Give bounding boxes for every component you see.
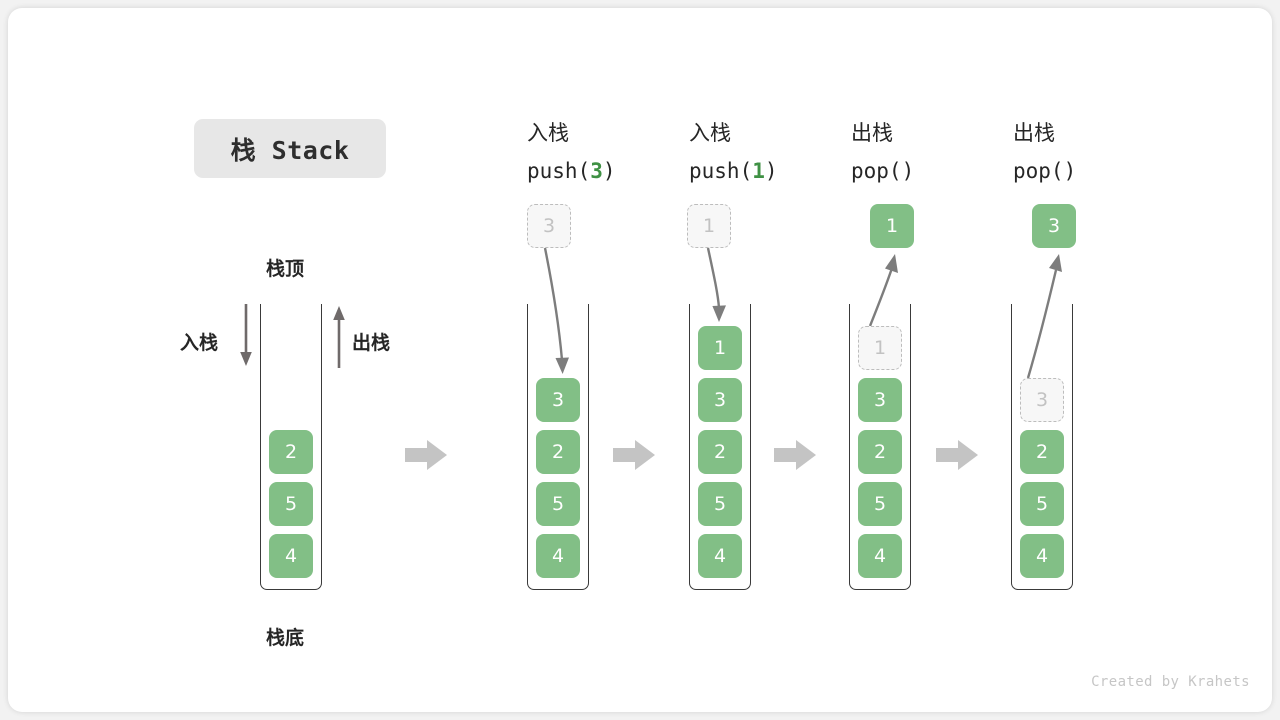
chevron-right-icon <box>936 440 978 470</box>
step-push-3-header: 入栈 push(3) <box>527 114 616 190</box>
chevron-right-icon <box>613 440 655 470</box>
stack-top-label: 栈顶 <box>266 258 305 280</box>
stack-node: 2 <box>858 430 902 474</box>
step-op-label: 入栈 <box>689 121 731 145</box>
push-arrow-icon <box>543 247 569 374</box>
stack-node: 5 <box>536 482 580 526</box>
diagram-title-chip: 栈 Stack <box>194 119 386 178</box>
floating-node-pop-1: 1 <box>870 204 914 248</box>
floating-node-push-3: 3 <box>527 204 571 248</box>
step-push-1-header: 入栈 push(1) <box>689 114 778 190</box>
push-direction-arrow-icon <box>240 304 252 366</box>
chevron-right-icon <box>774 440 816 470</box>
stack-node: 2 <box>1020 430 1064 474</box>
page-title: 栈 Stack <box>230 135 350 165</box>
step-separator-2 <box>774 438 816 472</box>
stack-node: 4 <box>536 534 580 578</box>
stack-frame-initial: 2 5 4 <box>260 304 322 590</box>
credit-text: Created by Krahets <box>1091 674 1250 690</box>
stack-node: 5 <box>858 482 902 526</box>
stack-frame-push-1: 1 3 2 5 4 <box>689 304 751 590</box>
pop-arrow-icon <box>1026 254 1062 379</box>
stack-frame-pop-3: 3 2 5 4 <box>1011 304 1073 590</box>
step-separator-1 <box>613 438 655 472</box>
step-call-signature: pop() <box>1013 159 1077 183</box>
stack-node: 4 <box>858 534 902 578</box>
stack-node: 2 <box>536 430 580 474</box>
stack-node: 3 <box>536 378 580 422</box>
stack-node: 2 <box>698 430 742 474</box>
stack-frame-pop-1: 1 3 2 5 4 <box>849 304 911 590</box>
stack-node-ghost: 1 <box>858 326 902 370</box>
stack-node: 4 <box>698 534 742 578</box>
diagram-canvas: 栈 Stack 栈顶 栈底 入栈 出栈 2 5 4 <box>8 8 1272 712</box>
stack-node: 3 <box>858 378 902 422</box>
push-direction-label: 入栈 <box>180 332 219 354</box>
pop-direction-arrow-icon <box>333 306 345 368</box>
stack-node: 5 <box>269 482 313 526</box>
step-call-signature: pop() <box>851 159 915 183</box>
floating-node-pop-3: 3 <box>1032 204 1076 248</box>
step-op-label: 出栈 <box>851 121 893 145</box>
step-separator-3 <box>936 438 978 472</box>
step-call-signature: push(1) <box>689 159 778 183</box>
step-separator-0 <box>405 438 447 472</box>
chevron-right-icon <box>405 440 447 470</box>
step-pop-3-header: 出栈 pop() <box>1013 114 1076 190</box>
step-pop-1-header: 出栈 pop() <box>851 114 914 190</box>
floating-node-push-1: 1 <box>687 204 731 248</box>
stack-node: 5 <box>698 482 742 526</box>
step-op-label: 入栈 <box>527 121 569 145</box>
stack-node: 4 <box>1020 534 1064 578</box>
stack-node-ghost: 3 <box>1020 378 1064 422</box>
stack-bottom-label: 栈底 <box>266 627 305 649</box>
push-arrow-icon <box>706 247 726 322</box>
stack-node: 3 <box>698 378 742 422</box>
pop-arrow-icon <box>868 254 898 327</box>
stack-node: 1 <box>698 326 742 370</box>
step-call-signature: push(3) <box>527 159 616 183</box>
step-op-label: 出栈 <box>1013 121 1055 145</box>
stack-node: 4 <box>269 534 313 578</box>
pop-direction-label: 出栈 <box>352 332 391 354</box>
stack-frame-push-3: 3 2 5 4 <box>527 304 589 590</box>
stack-node: 2 <box>269 430 313 474</box>
stack-node: 5 <box>1020 482 1064 526</box>
